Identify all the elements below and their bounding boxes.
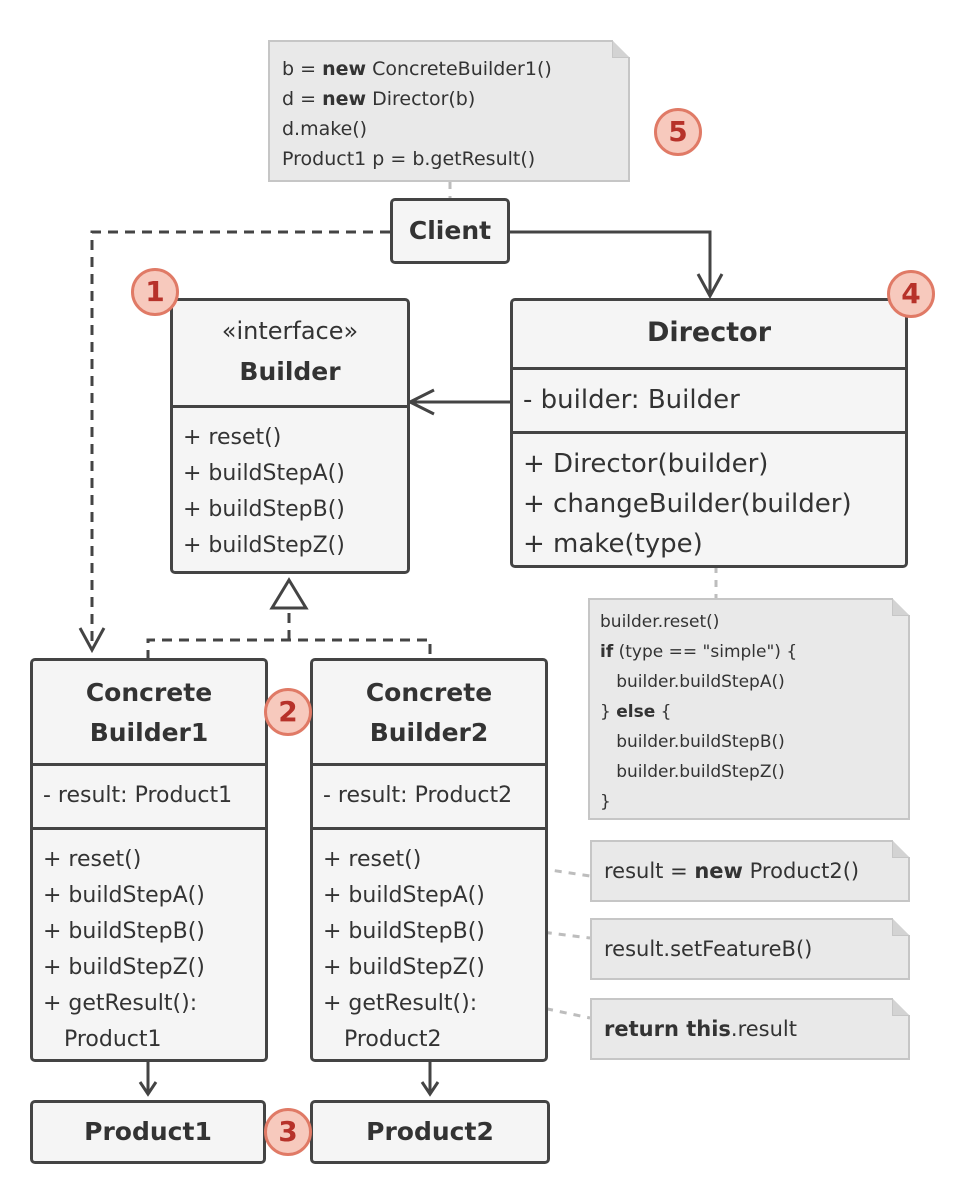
builder-method: + buildStepB() [183,497,345,522]
client-title: Client [408,216,492,245]
product2-title: Product2 [366,1117,494,1146]
note-fold-icon [892,998,910,1016]
director-method: + Director(builder) [523,449,769,479]
step-badge-1: 1 [131,268,179,316]
concrete-builder2-class[interactable]: Concrete Builder2 - result: Product2 + r… [310,658,548,1062]
client-note-line: b = new ConcreteBuilder1() [282,58,552,80]
cb1-method: + buildStepA() [43,883,205,908]
cb2-methods: + reset() + buildStepA() + buildStepB() … [313,827,545,1059]
director-method: + changeBuilder(builder) [523,489,852,519]
note-fold-icon [892,918,910,936]
builder-method: + reset() [183,425,282,450]
director-to-builder-arrowhead [406,388,435,416]
director-class[interactable]: Director - builder: Builder + Director(b… [510,298,908,568]
step-badge-5: 5 [654,108,702,156]
builder-header: «interface» Builder [173,301,407,405]
getresult-code-note: return this.result [590,998,910,1060]
client-to-director-arrowhead [696,273,724,300]
builder-interface[interactable]: «interface» Builder + reset() + buildSte… [170,298,410,574]
make-note-line: builder.buildStepZ() [600,762,785,782]
stepb-note-link [516,927,591,940]
director-methods: + Director(builder) + changeBuilder(buil… [513,431,905,565]
cb2-title: Concrete [365,678,493,707]
make-note-line: builder.reset() [600,612,720,632]
stepb-note-line: result.setFeatureB() [604,937,813,961]
realization-triangle [269,577,309,610]
make-note-line: builder.buildStepA() [600,672,785,692]
director-title: Director [646,317,772,348]
director-fields: - builder: Builder [513,367,905,431]
product2-class[interactable]: Product2 [310,1100,550,1164]
note-fold-icon [892,598,910,616]
product1-title: Product1 [84,1117,212,1146]
make-note-line: builder.buildStepB() [600,732,785,752]
stepb-code-note: result.setFeatureB() [590,918,910,980]
client-note-line: Product1 p = b.getResult() [282,148,536,170]
cb1-method: Product1 [43,1027,162,1052]
cb1-fields: - result: Product1 [33,763,265,827]
product1-class[interactable]: Product1 [30,1100,266,1164]
client-to-cb1-arrowhead [78,627,106,654]
cb1-field: - result: Product1 [43,783,233,808]
cb1-method: + buildStepB() [43,919,205,944]
cb2-method: + buildStepA() [323,883,485,908]
cb2-method: + buildStepZ() [323,955,485,980]
step-badge-4: 4 [887,270,935,318]
cb2-field: - result: Product2 [323,783,513,808]
note-fold-icon [612,40,630,58]
client-class[interactable]: Client [390,198,510,264]
builder-title: Builder [239,357,341,386]
client-to-cb1-dependency [90,230,390,650]
make-code-note: builder.reset() if (type == "simple") { … [588,598,910,820]
cb2-to-product2-arrowhead [420,1081,440,1097]
getresult-note-line: return this.result [604,1017,797,1041]
builder-methods: + reset() + buildStepA() + buildStepB() … [173,405,407,571]
cb2-header: Concrete Builder2 [313,661,545,763]
cb1-method: + buildStepZ() [43,955,205,980]
director-field: - builder: Builder [523,385,740,415]
builder-method: + buildStepZ() [183,533,345,558]
builder-method: + buildStepA() [183,461,345,486]
concrete-builder1-class[interactable]: Concrete Builder1 - result: Product1 + r… [30,658,268,1062]
cb2-method: + reset() [323,847,422,872]
realization-line [146,610,432,660]
client-code-note: b = new ConcreteBuilder1() d = new Direc… [268,40,630,182]
make-note-line: } [600,792,611,812]
reset-code-note: result = new Product2() [590,840,910,902]
cb1-method: + reset() [43,847,142,872]
director-header: Director [513,301,905,367]
step-badge-2: 2 [264,688,312,736]
cb1-to-product1-arrowhead [138,1081,158,1097]
client-note-line: d.make() [282,118,368,140]
make-note-line: if (type == "simple") { [600,642,798,662]
cb1-methods: + reset() + buildStepA() + buildStepB() … [33,827,265,1059]
cb1-title: Concrete [85,678,213,707]
cb1-header: Concrete Builder1 [33,661,265,763]
step-badge-3: 3 [264,1108,312,1156]
cb2-fields: - result: Product2 [313,763,545,827]
make-note-line: } else { [600,702,672,722]
client-to-director-association [510,230,712,296]
cb2-method: Product2 [323,1027,442,1052]
note-fold-icon [892,840,910,858]
reset-note-line: result = new Product2() [604,859,860,883]
cb2-method: + getResult(): [323,991,478,1016]
client-note-line: d = new Director(b) [282,88,476,110]
builder-stereotype: «interface» [221,317,359,345]
cb2-title: Builder2 [369,718,489,747]
cb2-method: + buildStepB() [323,919,485,944]
cb1-method: + getResult(): [43,991,198,1016]
director-method: + make(type) [523,529,703,559]
cb1-title: Builder1 [89,718,209,747]
